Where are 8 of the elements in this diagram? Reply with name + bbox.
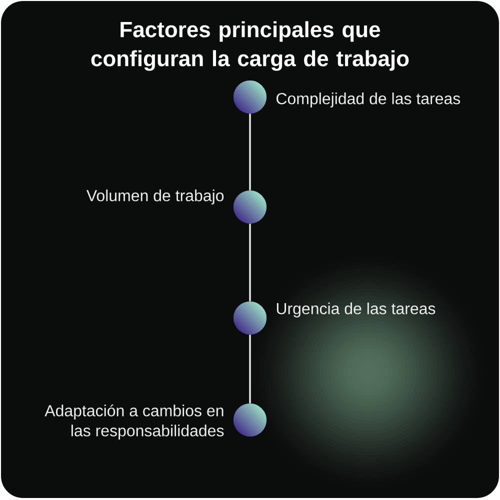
item-label: Volumen de trabajo bbox=[86, 190, 224, 204]
item-label: Adaptación a cambios en las responsabilidades bbox=[44, 404, 224, 440]
connector-line bbox=[249, 224, 251, 302]
item-label: Urgencia de las tareas bbox=[276, 302, 436, 318]
item-label: Complejidad de las tareas bbox=[276, 92, 460, 108]
connector-line bbox=[249, 334, 251, 404]
title: Factores principales que configuran la carga de trabajo bbox=[91, 21, 409, 71]
connector-line bbox=[249, 114, 251, 190]
